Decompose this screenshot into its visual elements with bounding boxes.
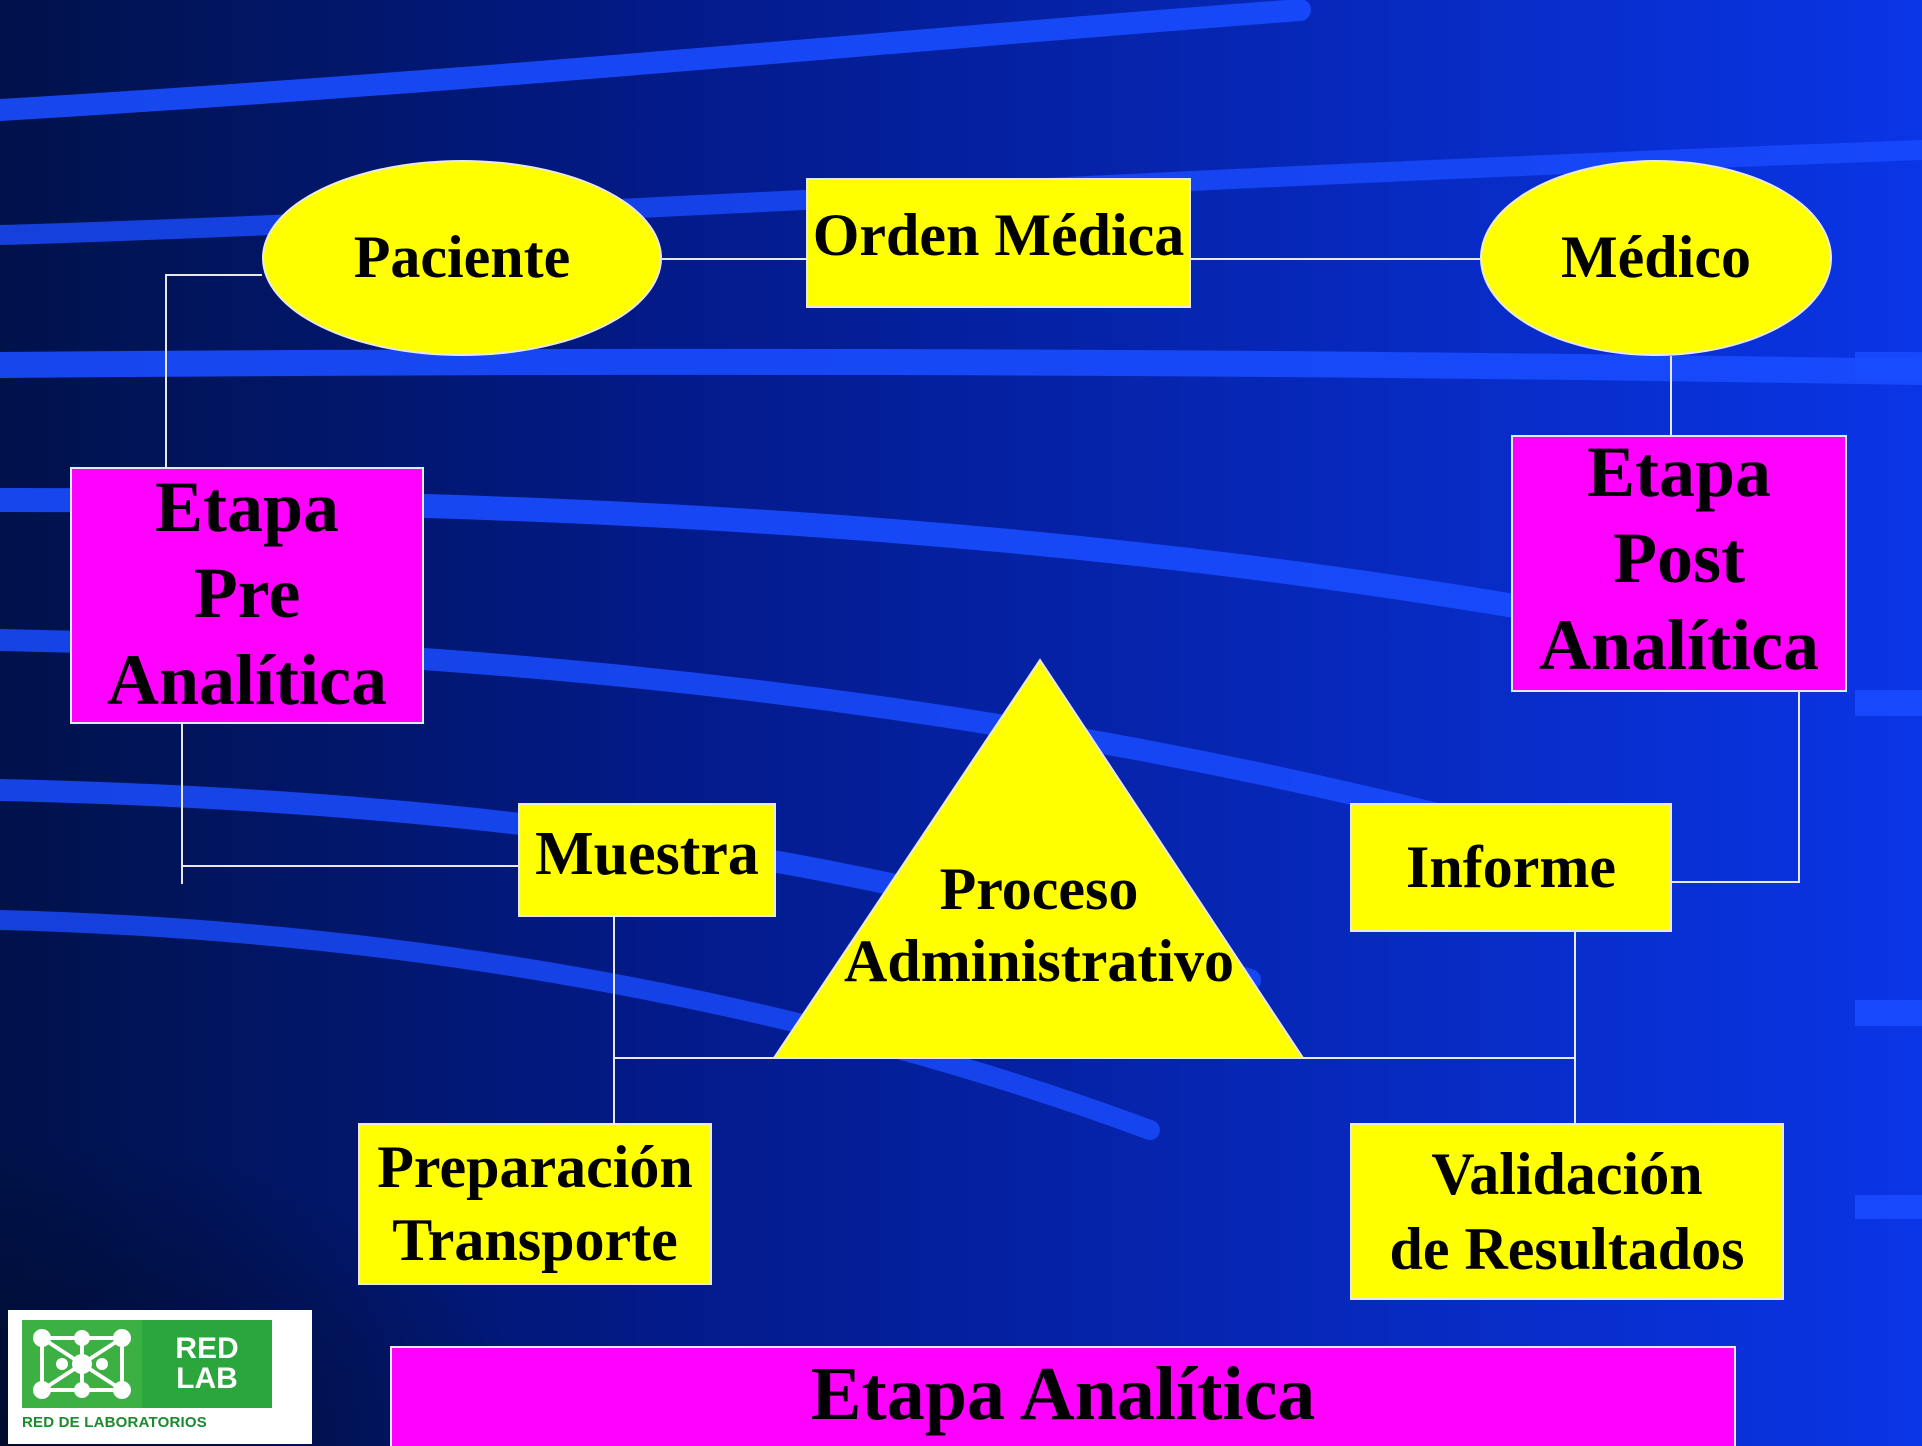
informe-label: Informe	[1406, 833, 1616, 900]
redlab-logo: RED LAB RED DE LABORATORIOS	[8, 1310, 312, 1444]
paciente-label: Paciente	[353, 224, 571, 291]
orden-medica-label: Orden Médica	[812, 202, 1185, 269]
etapa-analitica-banner: Etapa Analítica	[390, 1346, 1736, 1446]
etapa-pre-label: Etapa Pre Analítica	[107, 466, 387, 720]
validacion-label: Validación de Resultados	[1389, 1140, 1745, 1282]
muestra-node: Muestra	[518, 803, 776, 917]
muestra-label: Muestra	[535, 820, 759, 889]
validacion-node: Validación de Resultados	[1350, 1123, 1784, 1300]
informe-node: Informe	[1350, 803, 1672, 932]
etapa-post-label: Etapa Post Analítica	[1539, 431, 1819, 685]
logo-caption: RED DE LABORATORIOS	[22, 1414, 207, 1431]
preparacion-label: Preparación Transporte	[377, 1133, 693, 1273]
proceso-triangle	[772, 658, 1305, 1059]
etapa-post-node: Etapa Post Analítica	[1511, 432, 1847, 692]
preparacion-node: Preparación Transporte	[358, 1123, 712, 1285]
medico-label: Médico	[1561, 224, 1751, 291]
orden-medica-node: Orden Médica	[806, 178, 1191, 308]
logo-word-red: RED	[175, 1332, 239, 1365]
paciente-node: Paciente	[262, 160, 662, 356]
etapa-pre-node: Etapa Pre Analítica	[70, 467, 424, 724]
etapa-analitica-label: Etapa Analítica	[810, 1352, 1316, 1437]
medico-node: Médico	[1480, 160, 1832, 356]
proceso-node: Proceso Administrativo	[774, 840, 1304, 1010]
logo-word-lab: LAB	[176, 1362, 238, 1395]
network-icon	[22, 1320, 142, 1408]
proceso-label: Proceso Administrativo	[844, 856, 1234, 994]
logo-wordmark: RED LAB	[142, 1320, 272, 1408]
